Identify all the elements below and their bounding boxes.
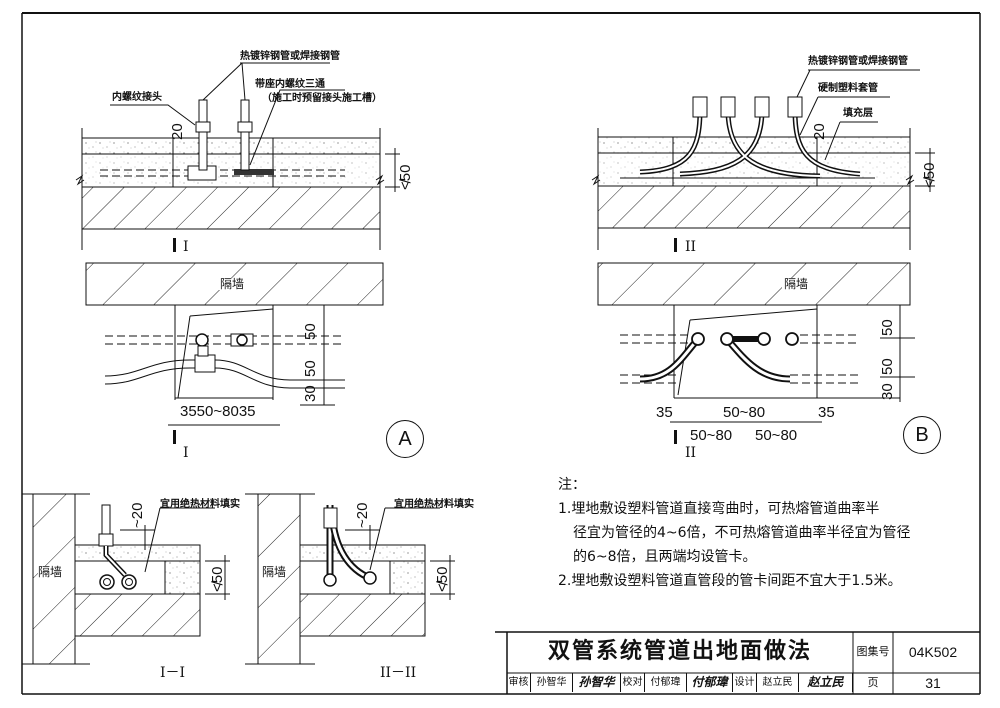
label-fill: 填充层 (843, 108, 873, 119)
label-wall-s2: 隔墙 (262, 565, 287, 579)
section-2-2 (245, 493, 455, 665)
dim-b-plan-30: 30 (879, 383, 896, 400)
drawing-title: 双管系统管道出地面做法 (547, 639, 812, 664)
dim-b-low-50-80-2: 50~80 (755, 427, 798, 444)
role-design: 设计 (733, 673, 757, 692)
name-check: 付郁瑋 (645, 673, 687, 692)
label-tee: 带座内螺纹三通 (255, 79, 325, 90)
dim-a-plan-30: 30 (302, 385, 319, 402)
signature-check: 付郁瑋 (687, 673, 733, 692)
section-title-1: I－I (160, 665, 186, 681)
role-review: 审核 (507, 673, 531, 692)
dim-b-20: 20 (811, 123, 828, 140)
note-line-4: 2.埋地敷设塑料管道直管段的管卡间距不宜大于1.5米。 (558, 573, 902, 589)
dim-a-plan-50-2: 50 (302, 360, 319, 377)
notes-heading: 注： (558, 477, 586, 493)
label-pipe-b: 热镀锌钢管或焊接钢管 (808, 56, 908, 67)
section-mark-a-top: I (183, 239, 189, 255)
label-wall-a: 隔墙 (218, 277, 247, 291)
section-1-1 (22, 493, 230, 665)
label-wall-b: 隔墙 (782, 277, 811, 291)
detail-b-plan (597, 262, 915, 444)
label-pipe-a: 热镀锌钢管或焊接钢管 (240, 51, 340, 62)
signature-review: 孙智华 (573, 673, 621, 692)
dim-a-plan-bottom: 3550~8035 (180, 403, 256, 420)
label-fill-note-s1: 宜用绝热材料填实 (160, 499, 240, 510)
dim-a-plan-50-1: 50 (302, 323, 319, 340)
section-mark-b-bottom: II (685, 445, 697, 461)
dim-s2-20: ~20 (354, 502, 371, 528)
title-block: 双管系统管道出地面做法 图集号 04K502 页 31 审核 孙智华 孙智华 校… (507, 632, 972, 694)
dim-b-low-50-80-1: 50~80 (690, 427, 733, 444)
frame (21, 12, 981, 695)
dim-a-20: 20 (169, 123, 186, 140)
dim-b-50: ≮50 (921, 162, 938, 188)
detail-marker-b: B (903, 416, 941, 454)
dim-b-plan-50-2: 50 (879, 358, 896, 375)
detail-b-elevation (591, 69, 935, 252)
signature-design: 赵立民 (799, 673, 853, 692)
dim-b-mid-50-80: 50~80 (723, 404, 766, 421)
atlas-number: 04K502 (908, 644, 958, 660)
name-design: 赵立民 (757, 673, 799, 692)
label-inner-thread: 内螺纹接头 (112, 92, 162, 103)
dim-s1-20: ~20 (129, 502, 146, 528)
name-review: 孙智华 (531, 673, 573, 692)
note-line-1: 1.埋地敷设塑料管道直接弯曲时，可热熔管道曲率半 (558, 501, 880, 517)
label-tee-note: （施工时预留接头施工槽） (262, 93, 382, 104)
title-block-lines (495, 631, 980, 694)
dim-b-right-35: 35 (818, 404, 835, 421)
detail-marker-a: A (386, 420, 424, 458)
notes: 注： 1.埋地敷设塑料管道直接弯曲时，可热熔管道曲率半 径宜为管径的4~6倍，不… (558, 473, 911, 593)
label-fill-note-s2: 宜用绝热材料填实 (394, 499, 474, 510)
dim-s1-50: ≮50 (209, 566, 226, 592)
note-line-3: 的6~8倍，且两端均设管卡。 (573, 549, 757, 565)
dim-b-left-35: 35 (656, 404, 673, 421)
atlas-label: 图集号 (856, 645, 890, 658)
section-title-2: II－II (380, 665, 417, 681)
label-wall-s1: 隔墙 (38, 565, 63, 579)
dim-a-50: ≮50 (397, 164, 414, 190)
role-check: 校对 (621, 673, 645, 692)
label-sleeve: 硬制塑料套管 (818, 83, 878, 94)
note-line-2: 径宜为管径的4~6倍，不可热熔管道曲率半径宜为管径 (573, 525, 911, 541)
dim-s2-50: ≮50 (434, 566, 451, 592)
detail-a-elevation (75, 62, 400, 252)
section-mark-a-bottom: I (183, 445, 189, 461)
page-label: 页 (867, 676, 879, 689)
dim-b-plan-50-1: 50 (879, 319, 896, 336)
section-mark-b-top: II (685, 239, 697, 255)
page-number: 31 (925, 675, 941, 691)
